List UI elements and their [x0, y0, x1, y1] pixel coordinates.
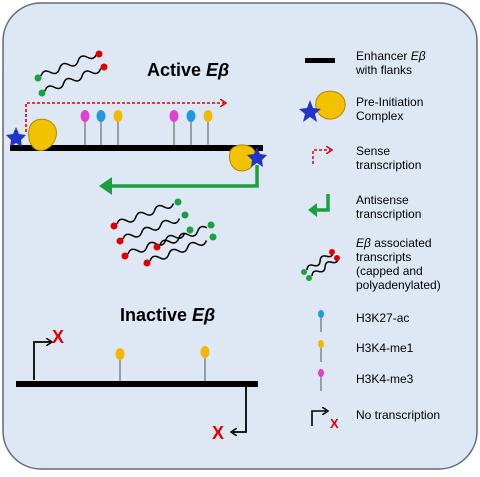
inactive-histone-marks [115, 346, 210, 381]
active-title: Active Eβ [147, 60, 230, 80]
active-histone-marks [80, 110, 213, 145]
transcripts-bottom [110, 198, 217, 267]
legend-x-mark: X [330, 416, 339, 431]
legend-h3k27ac-label: H3K27-ac [356, 311, 410, 325]
sense-arrow [25, 103, 224, 132]
inactive-enhancer-dna [16, 381, 258, 387]
inactive-x-mark-left: X [52, 327, 65, 347]
pic-right [229, 144, 267, 172]
legend-pic-symbol [299, 90, 346, 122]
legend-dna-symbol [305, 58, 335, 63]
legend-no-tx-label: No transcription [356, 408, 441, 422]
pic-left [6, 118, 57, 151]
legend-sense-symbol [312, 150, 330, 164]
inactive-tss-left [33, 342, 50, 380]
inactive-title: Inactive Eβ [120, 305, 216, 325]
legend-h3k4me1-label: H3K4-me1 [356, 341, 414, 355]
transcripts-top [34, 50, 108, 97]
active-enhancer-dna [10, 145, 263, 151]
legend-h3k4me1-symbol [318, 340, 324, 362]
legend-antisense-symbol [308, 194, 330, 217]
legend-transcript-symbol [301, 249, 340, 281]
legend-no-tx-symbol [311, 411, 326, 426]
inactive-x-mark-right: X [212, 423, 225, 443]
legend-h3k27ac-symbol [318, 310, 324, 332]
antisense-arrow [99, 165, 259, 195]
legend-h3k4me3-label: H3K4-me3 [356, 372, 414, 386]
inactive-tss-right [233, 387, 247, 432]
legend-h3k4me3-symbol [318, 369, 324, 391]
